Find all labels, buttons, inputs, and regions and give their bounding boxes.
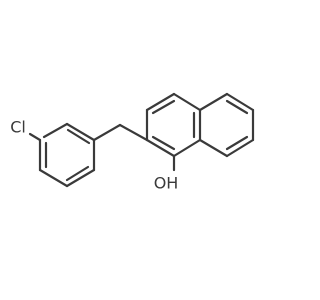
chlorine-label: Cl (10, 118, 26, 137)
bond (145, 138, 176, 158)
structure-diagram: Cl OH (10, 92, 255, 193)
chlorophenyl-ring (38, 122, 96, 188)
bond-ch2 (118, 123, 149, 142)
bond (42, 122, 69, 139)
bond (65, 168, 96, 188)
bond-ch2 (92, 123, 122, 142)
double-bond (65, 165, 90, 182)
bond (145, 92, 176, 112)
bond (38, 168, 69, 188)
double-bond (151, 99, 176, 115)
double-bond (66, 128, 91, 145)
bond (225, 92, 255, 112)
double-bond (151, 135, 176, 151)
bond (172, 92, 202, 112)
double-bond (225, 135, 249, 151)
double-bond (225, 99, 249, 115)
naphthalene-right-ring (198, 92, 255, 158)
naphthalene-left-ring (145, 92, 202, 158)
bond (198, 92, 229, 112)
bond (172, 138, 202, 158)
bond-cl (28, 132, 42, 142)
bond (198, 138, 229, 158)
bond (225, 138, 255, 158)
bond (65, 122, 96, 142)
hydroxyl-label: OH (154, 174, 179, 193)
